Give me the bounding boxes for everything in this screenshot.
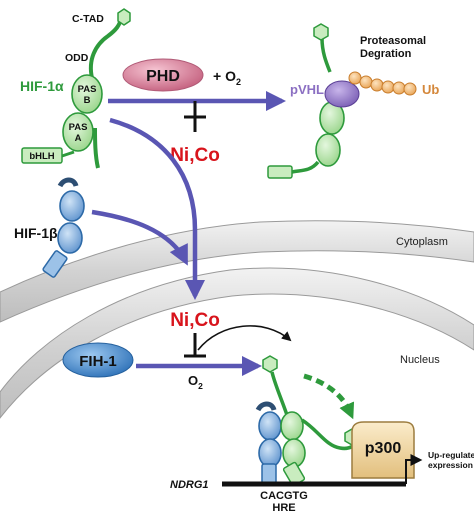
transcription-complex [222, 355, 423, 487]
upregulated-label-1: Up-regulated [428, 450, 474, 460]
fih1-label: FIH-1 [79, 353, 117, 370]
bhlh-text: bHLH [29, 151, 54, 162]
pas-a-domain [62, 112, 94, 152]
cell-membrane-outer [0, 220, 474, 323]
hif1b-join-arrow [91, 209, 189, 266]
odd-label: ODD [65, 52, 89, 64]
inhibition-tbar-icon-2 [184, 333, 206, 358]
coactivation-dashed-arrow [303, 373, 355, 420]
ub-label: Ub [422, 82, 439, 97]
pvhl-label: pVHL [290, 82, 324, 97]
hre-label: HRE [272, 502, 295, 514]
inhibition-tbar-icon [184, 101, 206, 132]
hydroxylation-arc [197, 325, 292, 351]
o2-low-label: O2 [188, 373, 203, 391]
fih1-enzyme [62, 342, 134, 378]
cytoplasm-label: Cytoplasm [396, 236, 448, 248]
phd-enzyme [122, 58, 204, 92]
hif1b-protein [42, 177, 85, 278]
plus-o2-label: + O2 [213, 68, 241, 87]
transcription-start-arrow-icon [405, 454, 423, 484]
nuclear-translocation-arrow [109, 117, 206, 301]
proteasomal-label-2: Degration [360, 48, 412, 60]
ndrg1-label: NDRG1 [170, 479, 209, 491]
pvhl-protein [324, 80, 360, 108]
nico-mid-label: Ni,Co [170, 310, 220, 331]
ctad-hexagon-icon [117, 8, 131, 26]
ctad-label: C-TAD [72, 13, 104, 25]
ctad-hexagon-icon-2 [262, 355, 278, 373]
p300-coactivator [351, 421, 415, 479]
ubiquitin-chain [348, 71, 417, 96]
cacgtg-label: CACGTG [260, 490, 308, 502]
p300-label: p300 [365, 440, 402, 457]
pas-b-domain [71, 74, 103, 114]
pas-a-text-2: A [75, 133, 82, 144]
hif1b-label: HIF-1β [14, 225, 58, 241]
upregulated-label-2: expression [428, 460, 473, 470]
pas-b-text-2: B [84, 95, 91, 106]
nico-top-label: Ni,Co [170, 145, 220, 166]
pas-a-text-1: PAS [69, 122, 88, 133]
nucleus-label: Nucleus [400, 354, 440, 366]
hif1a-degraded [267, 23, 417, 179]
hif1a-protein [21, 8, 131, 169]
phd-label: PHD [146, 68, 180, 85]
degraded-hexagon-icon [313, 23, 329, 41]
proteasomal-label-1: Proteasomal [360, 35, 426, 47]
pas-b-text-1: PAS [78, 84, 97, 95]
hif1a-label: HIF-1α [20, 78, 64, 94]
nuclear-envelope [0, 267, 474, 419]
